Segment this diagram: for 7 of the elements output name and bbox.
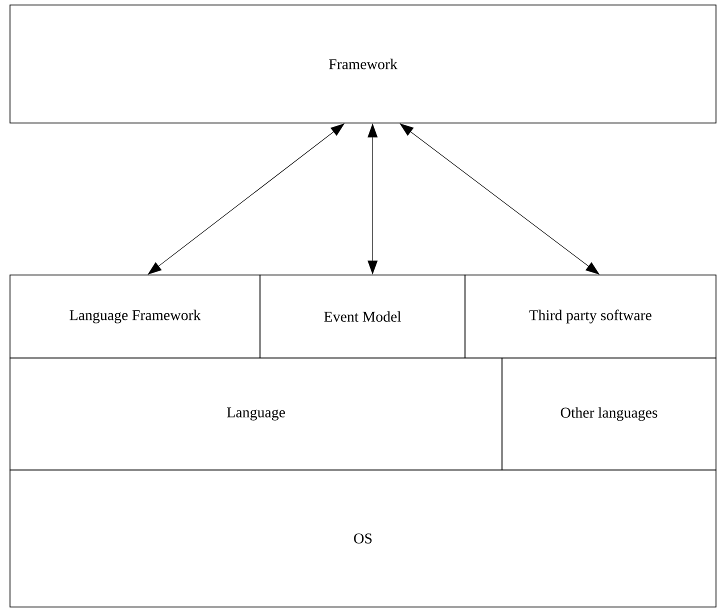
layer-box: OS [10, 470, 716, 608]
framework-box: Framework [10, 4, 716, 124]
layer-box: Other languages [502, 358, 716, 470]
layer-box: Language Framework [10, 274, 260, 358]
layer-box: Language [10, 358, 502, 470]
layer-box: Third party software [464, 274, 716, 358]
layer-box: Event Model [260, 274, 466, 358]
